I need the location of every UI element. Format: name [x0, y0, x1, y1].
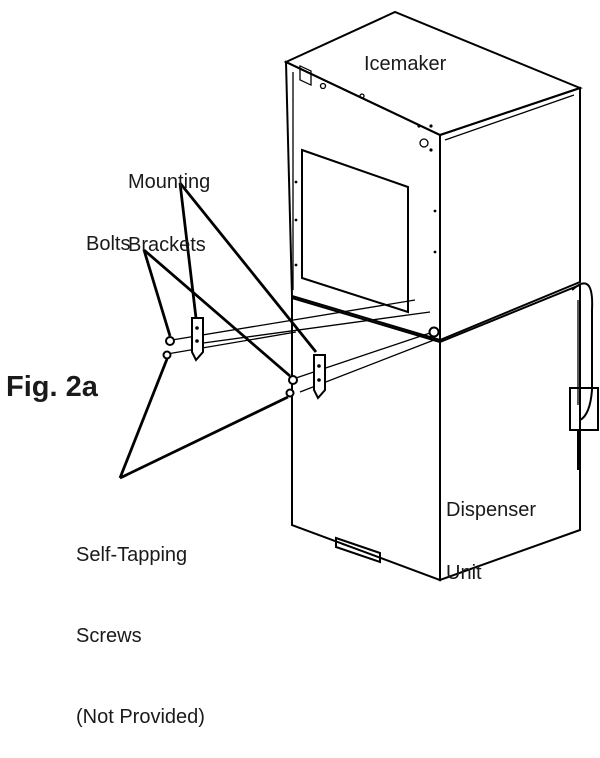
label-mounting-brackets: Mounting Brackets [128, 171, 211, 256]
figure-label: Fig. 2a [6, 371, 98, 403]
screws [162, 350, 295, 398]
icemaker-unit [283, 10, 583, 342]
label-bolts: Bolts [86, 233, 131, 255]
screw-left [162, 350, 172, 360]
label-dispenser-unit: Dispenser Unit [446, 499, 537, 584]
corner-bracket [299, 64, 312, 86]
mounting-bracket-left [191, 317, 204, 362]
label-screws: Self-Tapping Screws (Not Provided) [76, 544, 205, 728]
access-panel [301, 148, 409, 314]
bolts [165, 336, 298, 385]
dispenser-side [439, 283, 581, 582]
base-grille [335, 536, 381, 564]
installation-diagram [118, 10, 599, 582]
dispenser-front [291, 296, 441, 582]
bolt-left [165, 336, 175, 346]
dispenser-unit [291, 282, 599, 582]
icemaker-side [439, 86, 581, 342]
alignment-lines [166, 299, 435, 393]
drip-tray [569, 387, 599, 431]
screw-right [285, 388, 295, 398]
bolt-right [288, 375, 298, 385]
label-icemaker: Icemaker [364, 53, 447, 75]
leader-lines [118, 182, 318, 480]
mounting-bracket-right [313, 354, 326, 400]
